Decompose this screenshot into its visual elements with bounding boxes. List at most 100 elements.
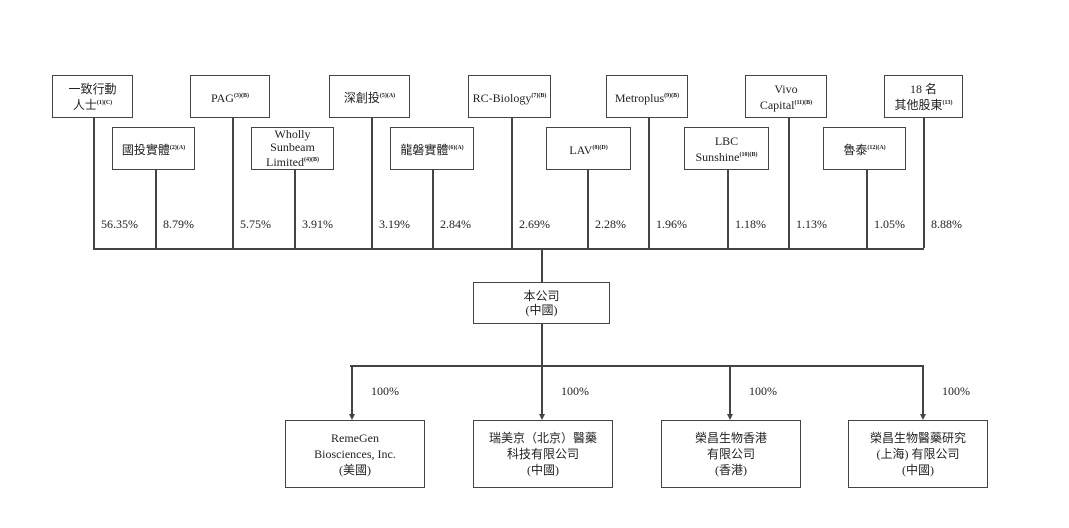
connector-line <box>511 118 513 248</box>
footnote-ref: (5)(A) <box>379 92 396 99</box>
subsidiary-bus-line <box>350 365 923 367</box>
company-box: 本公司(中國) <box>473 282 610 324</box>
arrow-head-icon <box>726 414 733 420</box>
footnote-ref: (8)(D) <box>592 144 608 151</box>
shareholder-box: 龍磐實體(6)(A) <box>390 127 474 170</box>
shareholder-name: Wholly Sunbeam <box>270 127 315 154</box>
footnote-ref: (7)(B) <box>531 92 547 99</box>
subsidiary-l1: 瑞美京（北京）醫藥 <box>488 431 597 445</box>
shareholding-percentage: 5.75% <box>240 217 271 231</box>
connector-line <box>866 170 868 248</box>
ownership-percentage: 100% <box>561 384 589 398</box>
shareholder-name-line2: Limited <box>266 155 304 169</box>
subsidiary-l3: (美國) <box>339 463 371 477</box>
shareholder-name: Vivo <box>774 81 798 96</box>
shareholder-box: LAV(8)(D) <box>546 127 631 170</box>
shareholder-box: 魯泰(12)(A) <box>823 127 906 170</box>
shareholding-percentage: 1.13% <box>796 217 827 231</box>
footnote-ref: (2)(A) <box>169 144 186 151</box>
subsidiary-l1: RemeGen <box>331 431 379 445</box>
arrow-head-icon <box>538 414 545 420</box>
shareholder-box: 深創投(5)(A) <box>329 75 410 118</box>
subsidiary-box: 榮昌生物香港有限公司 (香港) <box>661 420 801 488</box>
shareholding-percentage: 2.84% <box>440 217 471 231</box>
connector-line <box>587 170 589 248</box>
subsidiary-l3: (中國) <box>902 463 934 477</box>
connector-line <box>922 365 924 414</box>
connector-line <box>541 248 543 282</box>
shareholding-percentage: 8.79% <box>163 217 194 231</box>
footnote-ref: (11)(B) <box>794 99 813 106</box>
shareholding-percentage: 3.19% <box>379 217 410 231</box>
shareholder-box: Metroplus(9)(B) <box>606 75 688 118</box>
arrow-head-icon <box>919 414 926 420</box>
shareholder-name-line2: Capital <box>759 97 795 112</box>
subsidiary-box: 榮昌生物醫藥研究 (上海) 有限公司 (中國) <box>848 420 988 488</box>
connector-line <box>788 118 790 248</box>
footnote-ref: (3)(B) <box>233 92 249 99</box>
footnote-ref: (13) <box>942 99 953 106</box>
shareholder-name: 國投實體 <box>121 142 170 157</box>
connector-line <box>371 118 373 248</box>
subsidiary-l3: (香港) <box>715 463 747 477</box>
subsidiary-l2: (上海) 有限公司 <box>876 447 960 461</box>
ownership-percentage: 100% <box>942 384 970 398</box>
shareholder-box: 18 名其他股東(13) <box>884 75 963 118</box>
footnote-ref: (12)(A) <box>867 144 886 151</box>
subsidiary-l2: 有限公司 <box>706 447 755 461</box>
shareholder-name-line2: 其他股東 <box>894 97 943 112</box>
shareholding-percentage: 1.96% <box>656 217 687 231</box>
shareholder-name-line2: Sunshine <box>695 149 740 164</box>
footnote-ref: (4)(B) <box>304 157 319 163</box>
shareholder-name: 一致行動 <box>68 81 117 96</box>
subsidiary-l1: 榮昌生物香港 <box>694 431 767 445</box>
shareholder-name: LAV <box>569 142 593 157</box>
connector-line <box>294 170 296 248</box>
footnote-ref: (10)(B) <box>739 151 758 158</box>
subsidiary-l2: 科技有限公司 <box>506 447 579 461</box>
connector-line <box>351 365 353 414</box>
ownership-percentage: 100% <box>371 384 399 398</box>
shareholding-percentage: 2.28% <box>595 217 626 231</box>
shareholding-percentage: 8.88% <box>931 217 962 231</box>
shareholding-percentage: 56.35% <box>101 217 138 231</box>
shareholding-percentage: 2.69% <box>519 217 550 231</box>
footnote-ref: (9)(B) <box>664 92 680 99</box>
connector-line <box>923 118 925 248</box>
connector-line <box>541 365 543 414</box>
connector-line <box>155 170 157 248</box>
connector-line <box>729 365 731 414</box>
ownership-percentage: 100% <box>749 384 777 398</box>
shareholder-name: 18 名 <box>909 81 937 96</box>
shareholding-percentage: 1.05% <box>874 217 905 231</box>
shareholder-box: PAG(3)(B) <box>190 75 270 118</box>
connector-line <box>232 118 234 248</box>
subsidiary-l2: Biosciences, Inc. <box>314 447 396 461</box>
subsidiary-l1: 榮昌生物醫藥研究 <box>869 431 966 445</box>
shareholder-name: LBC <box>714 133 739 148</box>
shareholder-bus-line <box>93 248 924 250</box>
connector-line <box>93 118 95 248</box>
subsidiary-l3: (中國) <box>527 463 559 477</box>
shareholder-name: PAG <box>211 90 234 105</box>
shareholder-name: 龍磐實體 <box>400 142 449 157</box>
connector-line <box>541 324 543 365</box>
connector-line <box>432 170 434 248</box>
footnote-ref: (1)(C) <box>96 99 113 106</box>
shareholding-percentage: 1.18% <box>735 217 766 231</box>
shareholder-box: 一致行動人士(1)(C) <box>52 75 133 118</box>
company-region: (中國) <box>525 303 558 317</box>
subsidiary-box: 瑞美京（北京）醫藥科技有限公司 (中國) <box>473 420 613 488</box>
shareholder-name-line2: 人士 <box>72 97 97 112</box>
arrow-head-icon <box>348 414 355 420</box>
company-name: 本公司 <box>523 289 560 303</box>
shareholder-box: 國投實體(2)(A) <box>112 127 195 170</box>
footnote-ref: (6)(A) <box>448 144 464 151</box>
shareholder-box: RC-Biology(7)(B) <box>468 75 551 118</box>
shareholding-percentage: 3.91% <box>302 217 333 231</box>
